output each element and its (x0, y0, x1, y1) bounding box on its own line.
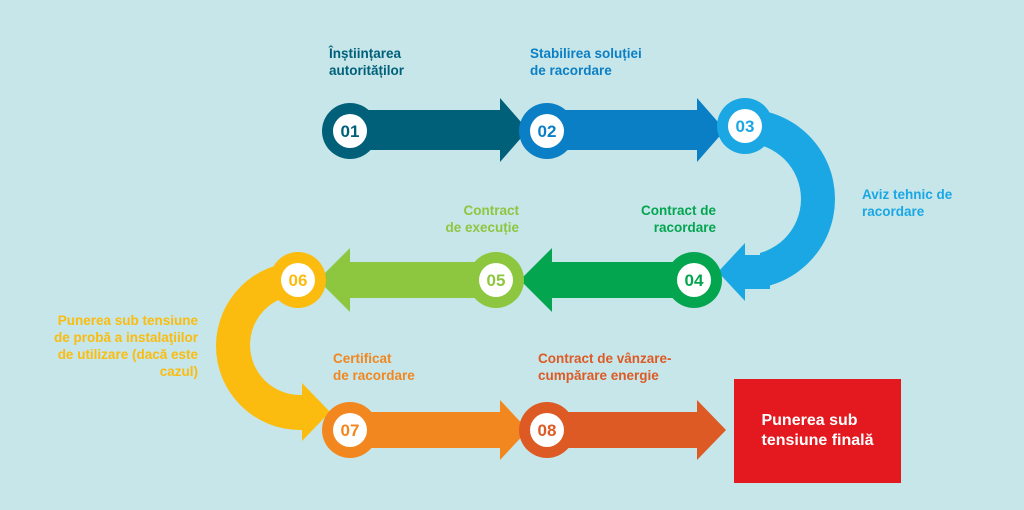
step-02-label: Stabilirea soluției de racordare (530, 46, 642, 78)
final-step-label: Punerea sub tensiune finală (761, 412, 874, 449)
arrow-05-to-06 (318, 248, 496, 312)
u-turn-left (216, 262, 300, 430)
step-01-node: 01 (322, 103, 378, 159)
final-step-box-bg (734, 379, 901, 483)
step-05-number: 05 (487, 271, 506, 290)
arrow-04-to-05 (520, 248, 694, 312)
step-03-node: 03 (717, 98, 773, 154)
step-06-node: 06 (270, 252, 326, 308)
step-04-node: 04 (666, 252, 722, 308)
step-03-label: Aviz tehnic de racordare (862, 187, 953, 219)
step-04-number: 04 (685, 271, 704, 290)
arrow-head-into-04 (718, 243, 770, 301)
step-05-label: Contract de execuție (445, 203, 519, 235)
step-07-label: Certificat de racordare (333, 351, 415, 383)
u-turn-right (760, 110, 835, 288)
step-01-label: Înștiințarea autorităților (329, 46, 405, 78)
step-02-number: 02 (538, 122, 557, 141)
step-06-number: 06 (289, 271, 308, 290)
step-05-node: 05 (468, 252, 524, 308)
step-07-number: 07 (341, 421, 360, 440)
arrow-08-to-final (547, 400, 726, 460)
step-08-number: 08 (538, 421, 557, 440)
step-07-node: 07 (322, 402, 378, 458)
arrow-02-to-03 (545, 98, 725, 162)
step-01-number: 01 (341, 122, 360, 141)
step-06-label: Punerea sub tensiune de probă a instalaţ… (53, 313, 198, 379)
step-03-number: 03 (736, 117, 755, 136)
step-08-node: 08 (519, 402, 575, 458)
arrow-07-to-08 (350, 400, 528, 460)
final-step-box: Punerea sub tensiune finală (734, 379, 901, 483)
step-08-label: Contract de vânzare- cumpărare energie (538, 351, 672, 383)
step-04-label: Contract de racordare (640, 203, 716, 235)
arrow-head-into-07 (298, 383, 330, 441)
step-02-node: 02 (519, 103, 575, 159)
arrow-01-to-02 (345, 98, 528, 162)
